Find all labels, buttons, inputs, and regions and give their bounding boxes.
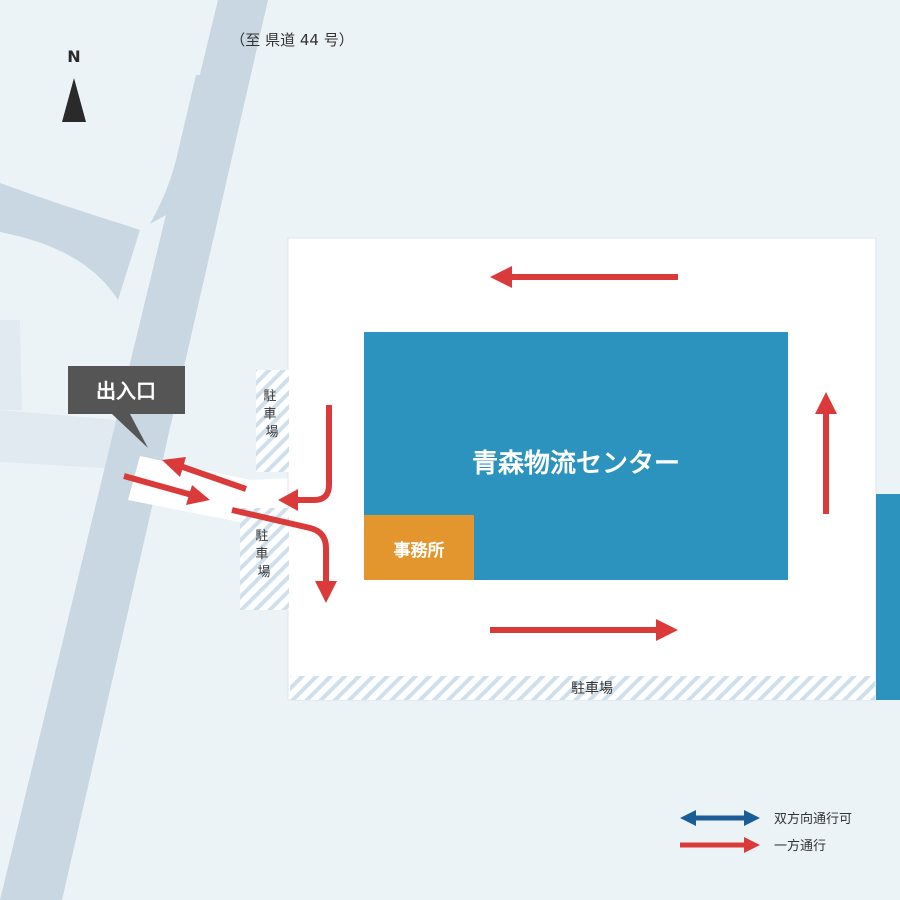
office-label: 事務所: [394, 540, 445, 561]
arrow-driveway-in: [123, 473, 193, 498]
arrow-entry-curve-head: [315, 581, 337, 603]
road-note: （至 県道 44 号）: [230, 31, 353, 49]
legend-one-way-text: 一方通行: [774, 838, 826, 854]
branch-road: [0, 183, 140, 300]
entrance-label-text: 出入口: [96, 379, 156, 403]
parking-top-left: [256, 370, 289, 472]
parking-label-top-left-char-1: 駐: [263, 389, 276, 404]
parking-label-bottom-left-char-2: 車: [255, 547, 268, 562]
arrow-exit-curve-head: [278, 489, 298, 511]
parking-label-top-left-char-2: 車: [263, 407, 276, 422]
arrow-driveway-out: [179, 463, 247, 492]
north-arrow-icon: [62, 78, 86, 122]
neighbor-building: [876, 494, 900, 700]
arrow-bottom-right-head: [656, 619, 678, 641]
road-network: [0, 0, 268, 900]
arrow-driveway-out-head: [162, 457, 186, 477]
building-name: 青森物流センター: [472, 449, 680, 479]
arrow-right-up-head: [815, 392, 837, 414]
main-road: [0, 0, 268, 900]
parking-label-bottom-left: 駐 車 場: [255, 529, 272, 580]
side-lot: [0, 320, 22, 410]
legend: 双方向通行可 一方通行: [680, 810, 852, 854]
entrance-label-box: [68, 366, 185, 414]
parking-label-top-left-char-3: 場: [265, 425, 278, 440]
parking-label-bottom: 駐車場: [571, 680, 613, 697]
legend-two-way-head-right: [744, 810, 760, 826]
branch-road-curve: [150, 75, 200, 224]
parking-bottom: [290, 676, 875, 700]
arrow-top-left-head: [490, 266, 512, 288]
parking-label-bottom-left-char-1: 駐: [255, 529, 268, 544]
office-block: [364, 515, 474, 580]
arrow-exit-curve: [296, 405, 332, 503]
legend-two-way-head-left: [680, 810, 696, 826]
parking-label-top-left: 駐 車 場: [263, 389, 280, 440]
entrance-label-pointer: [112, 414, 148, 448]
one-way-arrows: [123, 266, 837, 641]
side-lot-2: [0, 410, 140, 470]
arrow-driveway-in-head: [186, 485, 210, 505]
legend-two-way-text: 双方向通行可: [774, 811, 852, 827]
parking-bottom-left: [240, 508, 289, 610]
legend-one-way-head: [744, 837, 760, 853]
parking-label-bottom-left-char-3: 場: [257, 565, 270, 580]
entrance-label: 出入口: [68, 366, 185, 448]
compass-label: N: [67, 47, 80, 66]
north-compass: N: [62, 47, 86, 122]
arrow-entry-curve: [231, 507, 329, 585]
